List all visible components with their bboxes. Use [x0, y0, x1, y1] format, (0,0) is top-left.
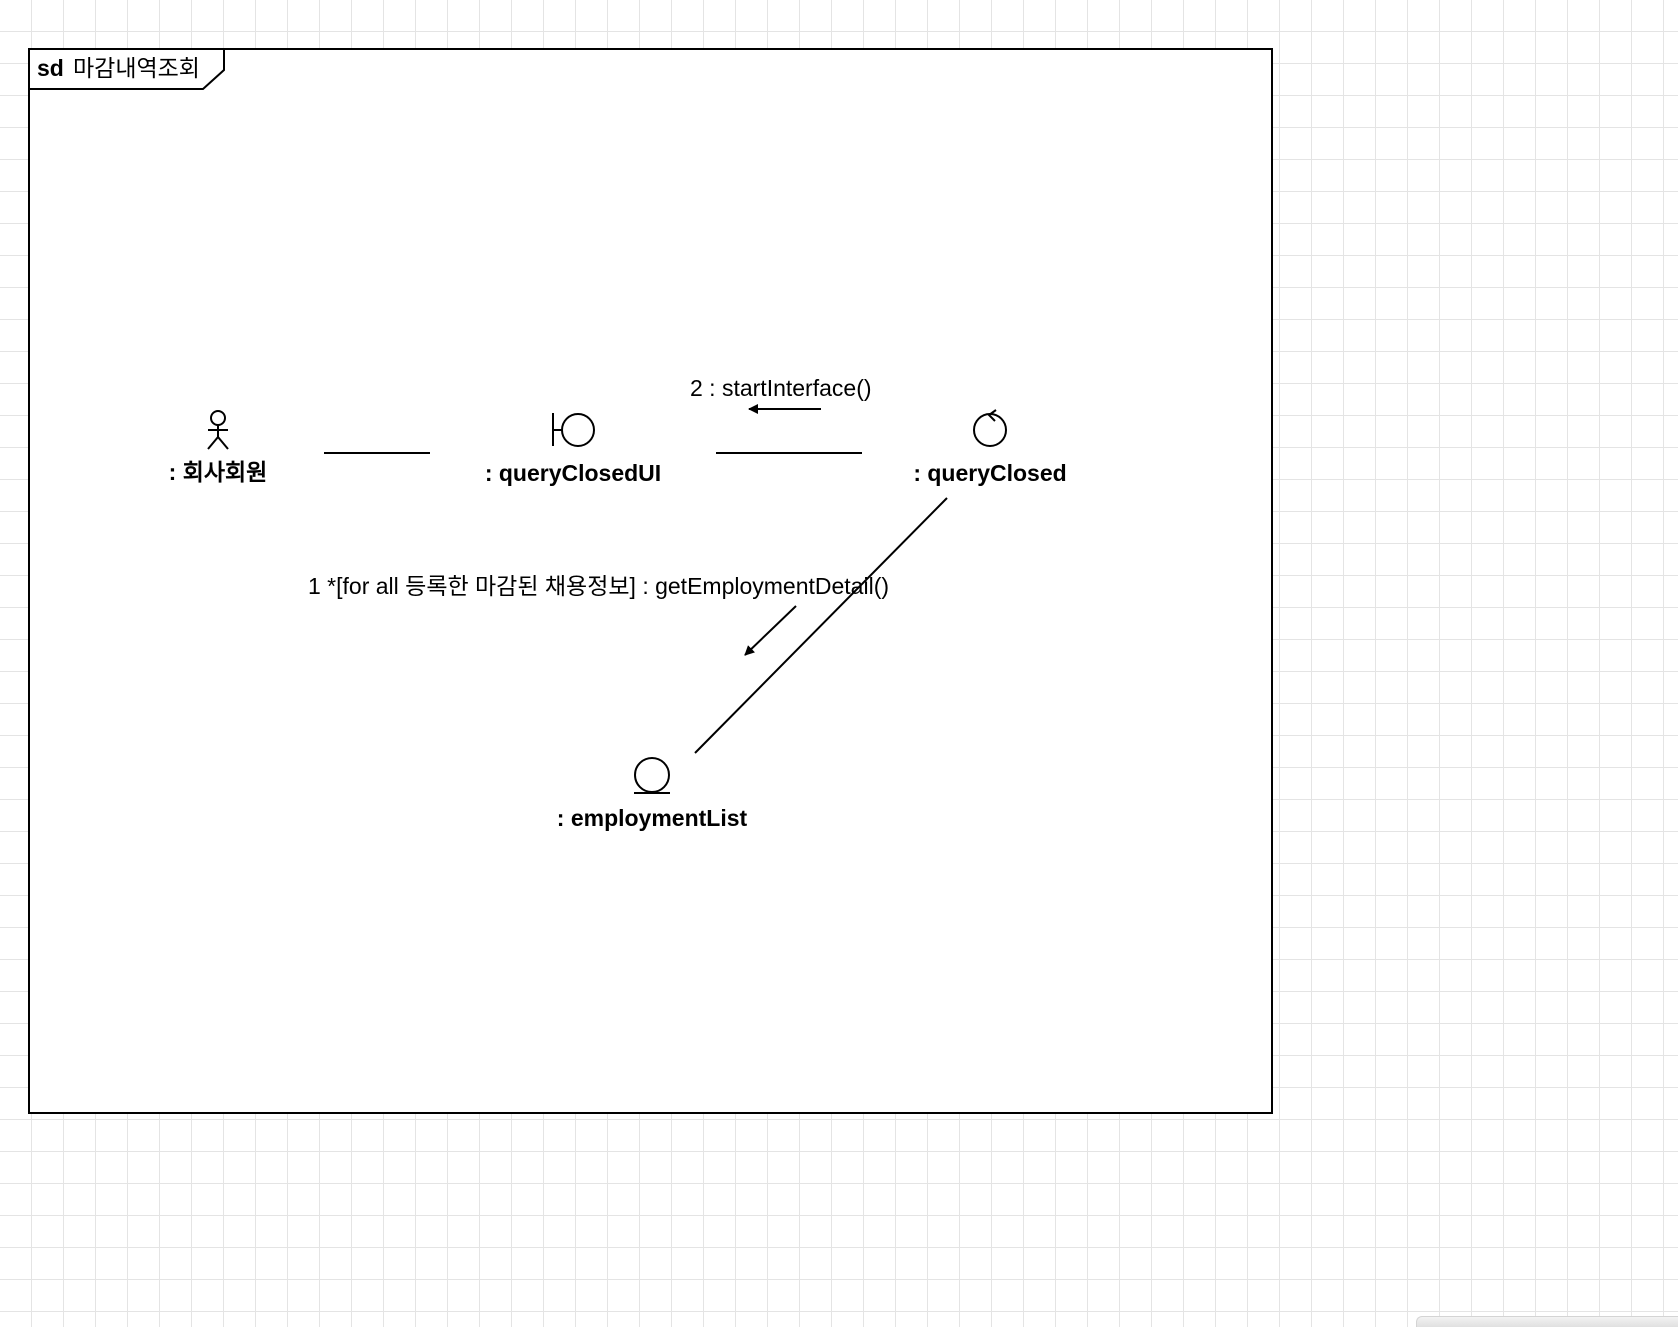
- object-list[interactable]: : employmentList: [557, 757, 748, 831]
- message-arrow: [744, 605, 797, 656]
- message-label: 2 : startInterface(): [690, 375, 872, 401]
- object-ctrl[interactable]: : queryClosed: [913, 409, 1067, 486]
- link-ctrl-list[interactable]: [694, 497, 948, 754]
- frame-border: [28, 48, 1273, 1114]
- object-label: : employmentList: [557, 805, 748, 831]
- object-label: : queryClosed: [913, 460, 1066, 486]
- control-icon: [973, 409, 1007, 447]
- object-label: : queryClosedUI: [485, 460, 661, 486]
- object-ui[interactable]: : queryClosedUI: [485, 413, 661, 486]
- entity-icon: [634, 757, 670, 794]
- message-get-employment-detail[interactable]: 1 *[for all 등록한 마감된 채용정보] : getEmploymen…: [308, 573, 889, 656]
- frame-name: 마감내역조회: [73, 55, 200, 81]
- object-member[interactable]: : 회사회원: [169, 410, 268, 485]
- horizontal-scrollbar[interactable]: [1416, 1316, 1678, 1327]
- object-label: : 회사회원: [169, 459, 268, 485]
- sd-frame[interactable]: sd 마감내역조회: [28, 48, 1273, 1114]
- message-start-interface[interactable]: 2 : startInterface(): [690, 375, 872, 414]
- frame-name-tab: [28, 48, 225, 90]
- boundary-icon: [552, 413, 595, 447]
- message-label: 1 *[for all 등록한 마감된 채용정보] : getEmploymen…: [308, 573, 889, 599]
- actor-icon: [207, 410, 229, 450]
- frame-keyword: sd: [37, 55, 64, 81]
